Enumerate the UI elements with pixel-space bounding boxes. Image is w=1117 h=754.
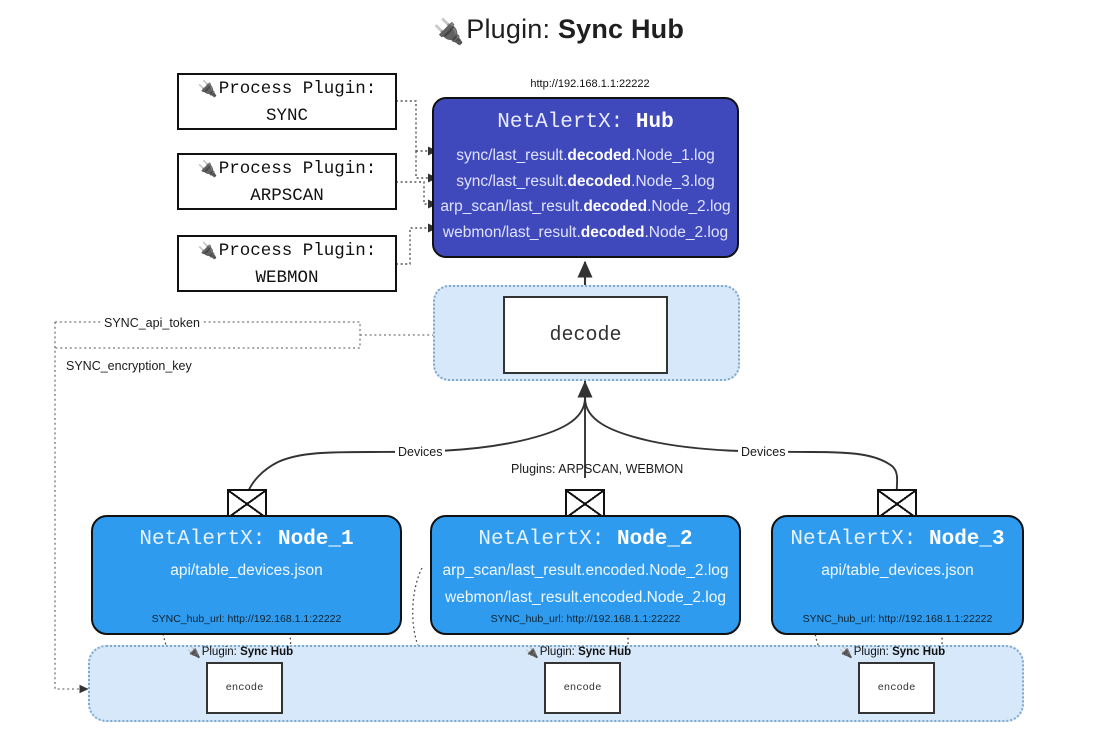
node-title-prefix: NetAlertX: — [790, 528, 917, 551]
node-3[interactable]: NetAlertX: Node_3 api/table_devices.json… — [771, 515, 1024, 635]
page-title-prefix: Plugin: — [466, 14, 551, 44]
process-plugin-name: ARPSCAN — [250, 185, 324, 206]
process-plugin-name: WEBMON — [255, 267, 319, 288]
electric-plug-icon: 🔌 — [197, 79, 218, 99]
node-row: api/table_devices.json — [170, 562, 323, 579]
process-plugin-label: Process Plugin: — [218, 241, 377, 262]
process-plugin-label: Process Plugin: — [218, 159, 377, 180]
node-2[interactable]: NetAlertX: Node_2 arp_scan/last_result.e… — [430, 515, 741, 635]
node-footer: SYNC_hub_url: http://192.168.1.1:22222 — [151, 613, 342, 625]
encoder-caption-1: 🔌Plugin: Sync Hub — [187, 646, 294, 659]
hub-log-row: sync/last_result.decoded.Node_3.log — [456, 172, 715, 190]
envelope-icon — [565, 489, 605, 519]
node-row: api/table_devices.json — [821, 562, 974, 579]
node-footer: SYNC_hub_url: http://192.168.1.1:22222 — [490, 613, 681, 625]
hub-url: http://192.168.1.1:22222 — [530, 78, 650, 90]
electric-plug-icon: 🔌 — [187, 647, 201, 659]
edge-label-devices-left: Devices — [395, 445, 446, 459]
encoder-caption-3: 🔌Plugin: Sync Hub — [839, 646, 946, 659]
setting-encryption-key: SYNC_encryption_key — [63, 359, 195, 373]
encode-box-2[interactable]: encode — [544, 662, 621, 714]
hub-node[interactable]: NetAlertX: Hub sync/last_result.decoded.… — [432, 97, 739, 258]
node-row: webmon/last_result.encoded.Node_2.log — [445, 589, 726, 607]
envelope-icon — [877, 489, 917, 519]
node-title-name: Node_3 — [929, 528, 1005, 551]
process-plugin-name: SYNC — [265, 105, 308, 126]
node-title-prefix: NetAlertX: — [478, 528, 605, 551]
hub-log-row: arp_scan/last_result.decoded.Node_2.log — [440, 198, 731, 216]
page-title-name: Sync Hub — [557, 14, 685, 44]
node-1[interactable]: NetAlertX: Node_1 api/table_devices.json… — [91, 515, 402, 635]
node-title-prefix: NetAlertX: — [139, 528, 266, 551]
encode-box-1[interactable]: encode — [206, 662, 283, 714]
node-title-name: Node_2 — [617, 528, 693, 551]
process-plugin-label: Process Plugin: — [218, 79, 377, 100]
hub-log-row: sync/last_result.decoded.Node_1.log — [456, 147, 715, 164]
page-title: 🔌Plugin: Sync Hub — [0, 14, 1117, 47]
encoder-caption-2: 🔌Plugin: Sync Hub — [525, 646, 632, 659]
hub-title-name: Hub — [635, 111, 674, 134]
electric-plug-icon: 🔌 — [432, 18, 465, 46]
electric-plug-icon: 🔌 — [197, 241, 218, 261]
process-plugin-webmon[interactable]: 🔌Process Plugin: WEBMON — [177, 235, 397, 292]
envelope-icon — [227, 489, 267, 519]
process-plugin-sync[interactable]: 🔌Process Plugin: SYNC — [177, 73, 397, 130]
node-title-name: Node_1 — [278, 528, 354, 551]
decode-box[interactable]: decode — [503, 296, 668, 374]
process-plugin-arpscan[interactable]: 🔌Process Plugin: ARPSCAN — [177, 153, 397, 210]
edge-label-plugins: Plugins: ARPSCAN, WEBMON — [511, 462, 684, 476]
node-footer: SYNC_hub_url: http://192.168.1.1:22222 — [802, 613, 993, 625]
electric-plug-icon: 🔌 — [839, 647, 853, 659]
electric-plug-icon: 🔌 — [197, 159, 218, 179]
encode-box-3[interactable]: encode — [858, 662, 935, 714]
hub-log-row: webmon/last_result.decoded.Node_2.log — [442, 224, 729, 242]
hub-title-prefix: NetAlertX: — [497, 111, 624, 134]
setting-api-token: SYNC_api_token — [101, 316, 203, 330]
edge-label-devices-right: Devices — [738, 445, 789, 459]
electric-plug-icon: 🔌 — [525, 647, 539, 659]
node-row: arp_scan/last_result.encoded.Node_2.log — [442, 562, 729, 579]
